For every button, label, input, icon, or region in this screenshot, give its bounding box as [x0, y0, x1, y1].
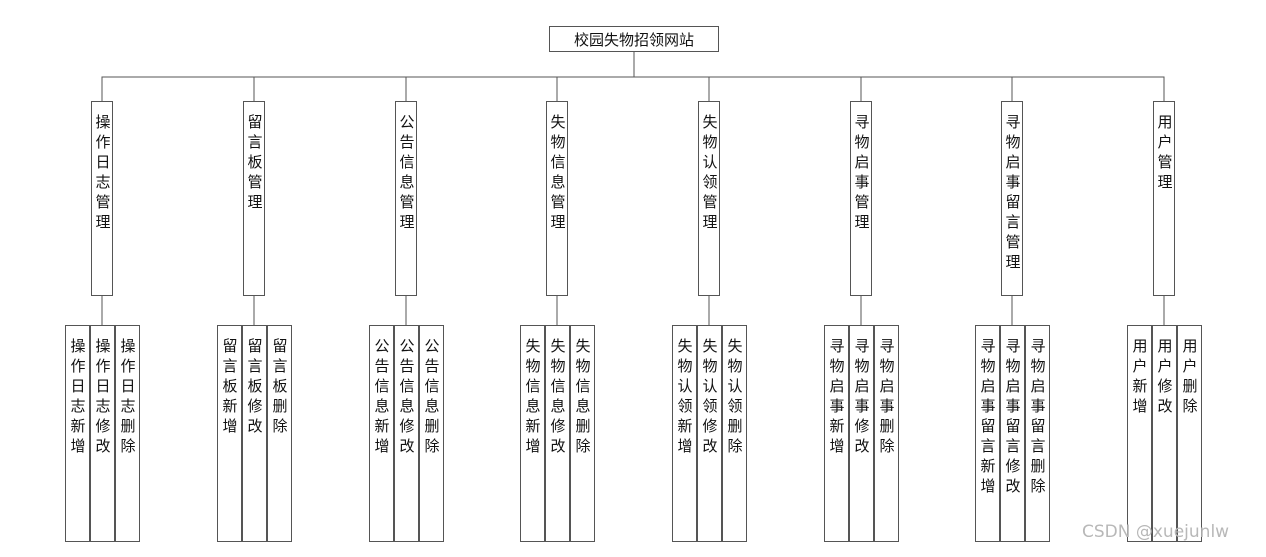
module-label: 用户管理 — [1155, 114, 1174, 194]
function-node: 失物认领修改 — [696, 325, 722, 542]
watermark: CSDN @xuejunlw — [1082, 522, 1230, 542]
module-label: 公告信息管理 — [397, 114, 416, 234]
function-node: 用户新增 — [1126, 325, 1152, 542]
function-label: 操作日志删除 — [118, 338, 137, 458]
module-node: 用户管理 — [1153, 101, 1175, 296]
function-node: 寻物启事留言新增 — [974, 325, 1000, 542]
module-node: 留言板管理 — [243, 101, 265, 296]
function-label: 寻物启事删除 — [877, 338, 896, 458]
function-label: 用户新增 — [1130, 338, 1149, 418]
function-node: 寻物启事留言修改 — [999, 325, 1025, 542]
function-label: 失物认领修改 — [700, 338, 719, 458]
module-node: 失物认领管理 — [698, 101, 720, 296]
module-node: 失物信息管理 — [546, 101, 568, 296]
function-node: 留言板新增 — [216, 325, 242, 542]
root-title: 校园失物招领网站 — [573, 30, 694, 49]
module-node: 公告信息管理 — [395, 101, 417, 296]
function-label: 失物信息删除 — [573, 338, 592, 458]
function-node: 失物信息新增 — [519, 325, 545, 542]
function-label: 失物信息修改 — [548, 338, 567, 458]
function-node: 寻物启事修改 — [848, 325, 874, 542]
module-label: 操作日志管理 — [93, 114, 112, 234]
function-label: 留言板删除 — [270, 338, 289, 438]
function-label: 公告信息新增 — [372, 338, 391, 458]
function-node: 操作日志新增 — [64, 325, 90, 542]
function-label: 用户删除 — [1180, 338, 1199, 418]
function-node: 用户删除 — [1176, 325, 1202, 542]
function-label: 寻物启事修改 — [852, 338, 871, 458]
module-label: 寻物启事留言管理 — [1003, 114, 1022, 274]
function-label: 留言板新增 — [220, 338, 239, 438]
module-node: 寻物启事留言管理 — [1001, 101, 1023, 296]
function-node: 公告信息新增 — [368, 325, 394, 542]
function-node: 公告信息修改 — [393, 325, 419, 542]
function-node: 失物认领删除 — [721, 325, 747, 542]
function-label: 用户修改 — [1155, 338, 1174, 418]
module-label: 失物信息管理 — [548, 114, 567, 234]
module-label: 寻物启事管理 — [852, 114, 871, 234]
function-node: 留言板修改 — [241, 325, 267, 542]
function-label: 寻物启事留言删除 — [1028, 338, 1047, 498]
function-label: 公告信息修改 — [397, 338, 416, 458]
function-node: 失物信息修改 — [544, 325, 570, 542]
function-label: 操作日志修改 — [93, 338, 112, 458]
function-node: 留言板删除 — [266, 325, 292, 542]
module-label: 失物认领管理 — [700, 114, 719, 234]
function-label: 失物认领删除 — [725, 338, 744, 458]
function-node: 操作日志修改 — [89, 325, 115, 542]
function-label: 寻物启事留言新增 — [978, 338, 997, 498]
module-node: 寻物启事管理 — [850, 101, 872, 296]
function-label: 操作日志新增 — [68, 338, 87, 458]
function-node: 操作日志删除 — [114, 325, 140, 542]
function-label: 失物信息新增 — [523, 338, 542, 458]
function-label: 失物认领新增 — [675, 338, 694, 458]
function-node: 寻物启事删除 — [873, 325, 899, 542]
function-label: 寻物启事留言修改 — [1003, 338, 1022, 498]
root-node: 校园失物招领网站 — [549, 26, 719, 52]
function-label: 寻物启事新增 — [827, 338, 846, 458]
function-node: 寻物启事新增 — [823, 325, 849, 542]
function-node: 失物信息删除 — [569, 325, 595, 542]
function-label: 留言板修改 — [245, 338, 264, 438]
module-node: 操作日志管理 — [91, 101, 113, 296]
function-node: 公告信息删除 — [418, 325, 444, 542]
function-label: 公告信息删除 — [422, 338, 441, 458]
function-node: 用户修改 — [1151, 325, 1177, 542]
function-node: 寻物启事留言删除 — [1024, 325, 1050, 542]
module-label: 留言板管理 — [245, 114, 264, 214]
function-node: 失物认领新增 — [671, 325, 697, 542]
